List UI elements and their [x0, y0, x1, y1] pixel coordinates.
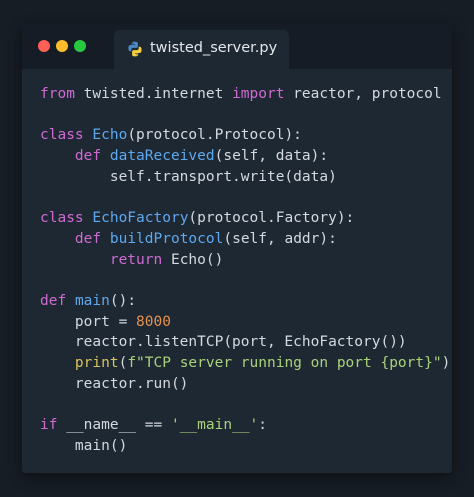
- code-token-name: reactor.run(): [40, 375, 189, 392]
- code-token-function: buildProtocol: [109, 230, 224, 247]
- code-token-name: (self, data):: [214, 148, 329, 165]
- code-token-name: Echo(): [162, 251, 224, 268]
- code-line: self.transport.write(data): [40, 167, 450, 188]
- code-token-name: (: [118, 354, 128, 371]
- code-line: [40, 394, 450, 415]
- code-token-name: __name__ ==: [57, 417, 171, 433]
- python-icon: [127, 41, 143, 57]
- code-line: [40, 187, 450, 208]
- code-token-name: [40, 148, 75, 164]
- code-token-name: main(): [40, 437, 128, 454]
- code-token-name: reactor.listenTCP(port, EchoFactory()): [40, 334, 407, 351]
- code-line: port = 8000: [40, 312, 450, 333]
- code-token-function: Echo: [92, 127, 128, 144]
- code-token-name: [101, 231, 110, 247]
- code-token-name: ): [441, 354, 451, 371]
- code-token-name: [40, 252, 110, 268]
- code-line: reactor.run(): [40, 374, 450, 395]
- code-line: if __name__ == '__main__':: [40, 415, 450, 436]
- code-token-name: :: [258, 417, 268, 433]
- code-token-name: (protocol.Factory):: [188, 210, 355, 227]
- code-token-keyword: import: [232, 86, 285, 102]
- code-token-function: main: [74, 292, 110, 309]
- code-token-keyword: from: [40, 86, 75, 102]
- code-token-name: (self, addr):: [223, 230, 337, 247]
- code-line: print(f"TCP server running on port {port…: [40, 353, 450, 374]
- code-token-name: twisted.internet: [74, 86, 233, 102]
- code-window: twisted_server.py from twisted.internet …: [22, 24, 452, 473]
- code-token-keyword: class: [40, 210, 84, 227]
- code-line: reactor.listenTCP(port, EchoFactory()): [40, 332, 450, 353]
- code-line: def buildProtocol(self, addr):: [40, 229, 450, 250]
- code-token-keyword: return: [109, 251, 163, 268]
- code-token-string: f"TCP server running on port {port}": [127, 354, 442, 371]
- code-token-name: [40, 231, 75, 247]
- code-token-keyword: if: [40, 417, 58, 433]
- code-token-name: self.transport.write(data): [40, 168, 337, 185]
- code-line: [40, 270, 450, 291]
- code-line: def dataReceived(self, data):: [40, 146, 450, 167]
- file-tab[interactable]: twisted_server.py: [114, 30, 289, 69]
- code-token-name: [66, 293, 75, 309]
- code-token-number: 8000: [136, 313, 171, 330]
- code-token-keyword: def: [74, 230, 102, 247]
- code-line: return Echo(): [40, 250, 450, 271]
- window-titlebar: twisted_server.py: [22, 24, 452, 69]
- code-token-builtin: print: [74, 354, 119, 371]
- code-token-keyword: def: [74, 148, 102, 165]
- code-line: main(): [40, 436, 450, 457]
- code-line: def main():: [40, 291, 450, 312]
- code-token-keyword: class: [40, 127, 84, 144]
- code-token-name: [101, 148, 110, 164]
- code-line: class Echo(protocol.Protocol):: [40, 125, 450, 146]
- code-token-string: '__main__': [170, 417, 259, 433]
- code-token-name: reactor, protocol: [284, 86, 442, 102]
- code-line: [40, 105, 450, 126]
- code-token-function: dataReceived: [109, 148, 215, 165]
- file-tab-label: twisted_server.py: [150, 40, 278, 56]
- code-token-name: [40, 355, 75, 371]
- code-token-keyword: def: [40, 292, 67, 309]
- code-token-function: EchoFactory: [92, 210, 189, 227]
- code-line: class EchoFactory(protocol.Factory):: [40, 208, 450, 229]
- code-line: from twisted.internet import reactor, pr…: [40, 84, 450, 105]
- code-token-name: ():: [109, 292, 137, 309]
- code-token-name: port =: [40, 313, 137, 330]
- code-editor[interactable]: from twisted.internet import reactor, pr…: [40, 84, 450, 456]
- code-token-name: (protocol.Protocol):: [127, 127, 302, 144]
- close-window-button[interactable]: [38, 40, 50, 52]
- maximize-window-button[interactable]: [74, 40, 86, 52]
- minimize-window-button[interactable]: [56, 40, 68, 52]
